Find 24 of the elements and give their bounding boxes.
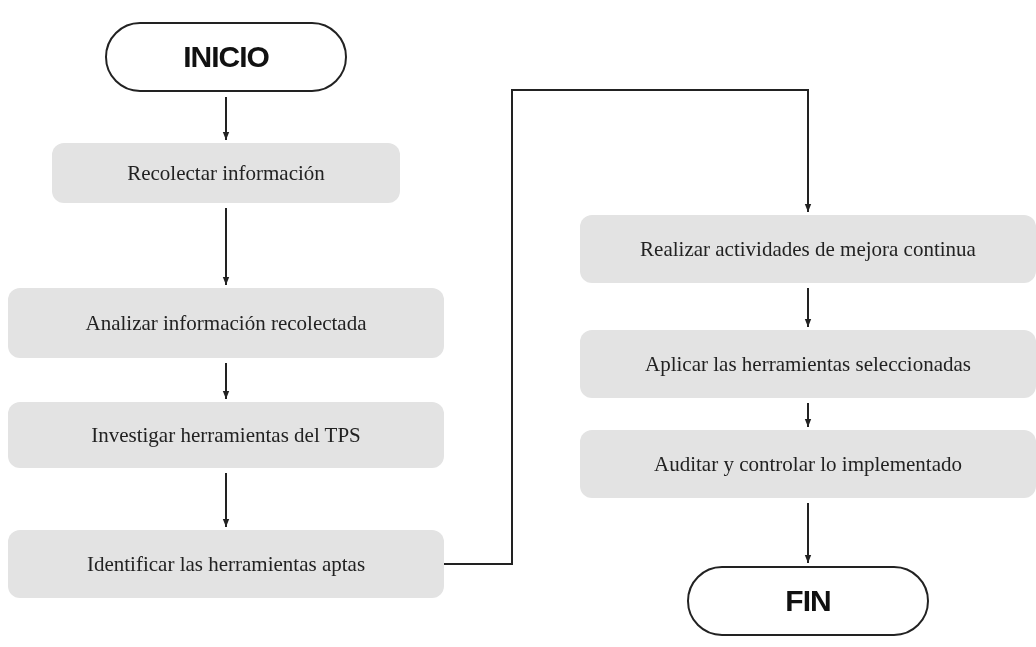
arrow [804, 287, 812, 328]
step-label: Investigar herramientas del TPS [91, 422, 361, 448]
arrow [222, 96, 230, 141]
step-label: Analizar información recolectada [85, 310, 367, 336]
process-box [8, 530, 444, 598]
step-label: Recolectar información [127, 160, 325, 186]
process-box [580, 430, 1036, 498]
process-box [52, 143, 400, 203]
arrow [222, 472, 230, 528]
arrow [804, 402, 812, 428]
process-box [580, 215, 1036, 283]
arrow [222, 207, 230, 286]
step-label: Aplicar las herramientas seleccionadas [645, 351, 971, 377]
arrow [443, 89, 812, 565]
step-label: Identificar las herramientas aptas [86, 551, 366, 577]
process-box [580, 330, 1036, 398]
step-label: Auditar y controlar lo implementado [654, 451, 962, 477]
process-box [8, 288, 444, 358]
step-label: FIN [785, 584, 831, 618]
arrow [804, 502, 812, 564]
process-box [8, 402, 444, 468]
arrow [222, 362, 230, 400]
step-label: INICIO [183, 40, 269, 74]
step-label: Realizar actividades de mejora continua [640, 236, 976, 262]
